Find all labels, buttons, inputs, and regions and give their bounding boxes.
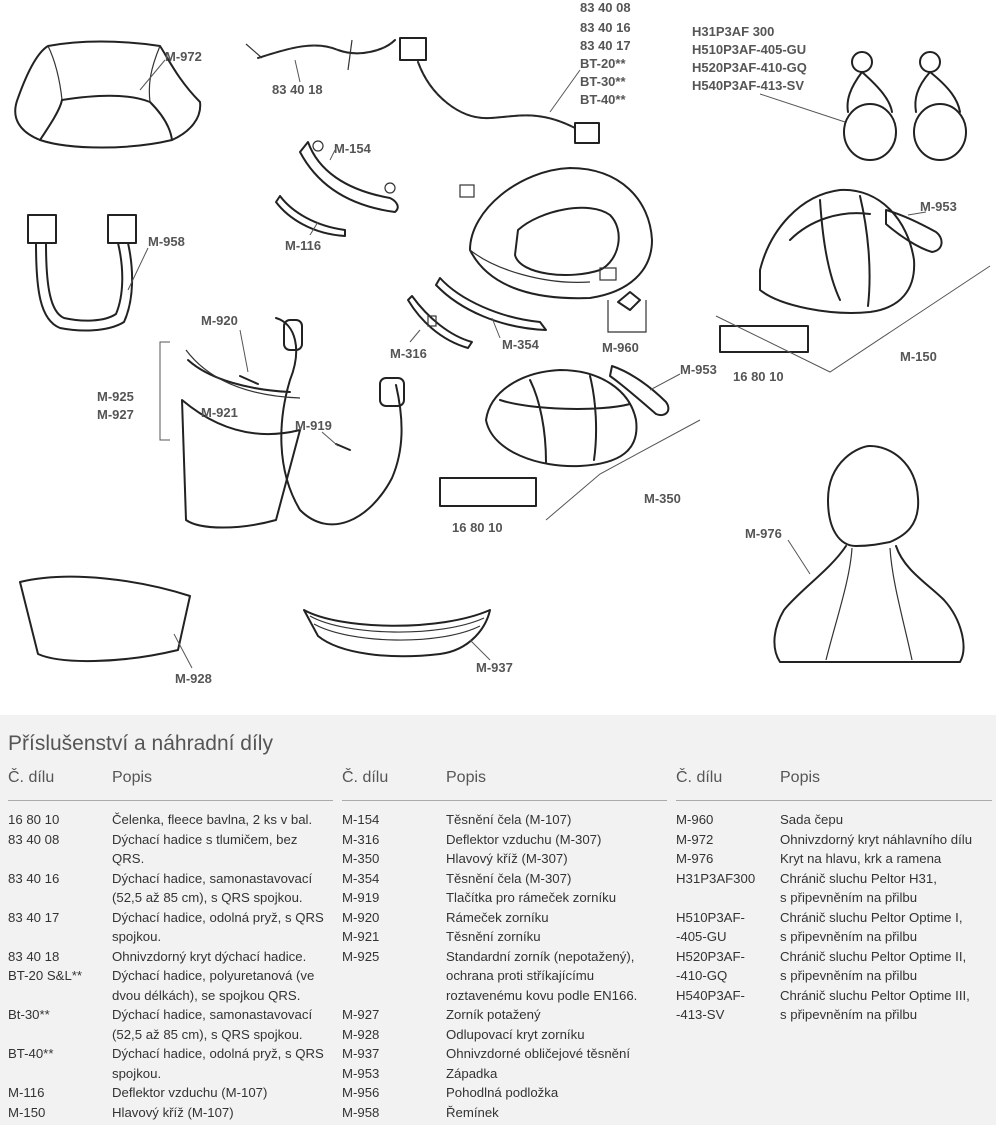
m150-harness-drawing [719,188,943,353]
table-row: BT-40**Dýchací hadice, odolná pryž, s QR… [8,1046,324,1081]
header-code: Č. dílu [8,769,55,786]
m972-cover-drawing [14,40,202,149]
header-rule [8,800,333,801]
label-h520: H520P3AF-410-GQ [692,60,807,75]
header-code: Č. dílu [676,769,723,786]
breathing-hose-drawing [399,37,600,144]
label-m116: M-116 [285,238,321,253]
m960-pin-drawing [607,291,647,333]
label-m960: M-960 [602,340,639,355]
hose-cover-drawing [245,39,396,71]
label-m937: M-937 [476,660,513,675]
label-168010-top: 16 80 10 [733,369,784,384]
label-834018: 83 40 18 [272,82,323,97]
label-m350: M-350 [644,491,681,506]
label-168010-bottom: 16 80 10 [452,520,503,535]
label-m150: M-150 [900,349,937,364]
label-m154: M-154 [334,141,372,156]
label-bt30: BT-30** [580,74,626,89]
label-m928: M-928 [175,671,212,686]
parts-diagram: M-972 83 40 18 83 40 08 83 40 16 83 40 1… [14,0,991,686]
parts-table: Příslušenství a náhradní díly Č. dílu Po… [0,715,996,1125]
hearing-protectors-drawing [843,51,967,161]
header-code: Č. dílu [342,769,389,786]
m937-seal-drawing [303,609,491,658]
m928-cover-drawing [19,575,191,663]
label-m919: M-919 [295,418,332,433]
m354-seal-drawing [435,277,547,331]
label-834016: 83 40 16 [580,20,631,35]
header-desc: Popis [446,769,487,786]
label-m958: M-958 [148,234,185,249]
m154-seal-drawing [299,140,399,213]
label-m925: M-925 [97,389,134,404]
m350-harness-drawing [439,365,670,507]
label-h510: H510P3AF-405-GU [692,42,806,57]
table-row: Bt-30**Dýchací hadice, samonastavovací (… [8,1007,313,1042]
hose-codes-label: 83 40 08 83 40 16 83 40 17 BT-20** BT-30… [580,0,631,107]
label-h31: H31P3AF 300 [692,24,774,39]
label-m972: M-972 [165,49,202,64]
header-desc: Popis [112,769,153,786]
m316-deflector-drawing [407,295,473,349]
m958-strap-drawing [27,214,137,332]
header-rule [676,800,992,801]
header-rule [342,800,667,801]
table-title: Příslušenství a náhradní díly [8,732,273,755]
label-m953-top: M-953 [920,199,957,214]
m116-deflector-drawing [275,195,346,237]
label-bt40: BT-40** [580,92,626,107]
label-m354: M-354 [502,337,540,352]
hearing-protectors-label: H31P3AF 300 H510P3AF-405-GU H520P3AF-410… [692,24,807,93]
label-m920: M-920 [201,313,238,328]
label-bt20: BT-20** [580,56,626,71]
table-row: BT-20 S&L**Dýchací hadice, polyuretanová… [8,968,315,1003]
label-m976: M-976 [745,526,782,541]
m976-hood-drawing [773,445,965,663]
label-834017: 83 40 17 [580,38,631,53]
label-m953-mid: M-953 [680,362,717,377]
label-m921: M-921 [201,405,238,420]
label-834008: 83 40 08 [580,0,631,15]
helmet-drawing [459,167,653,300]
header-desc: Popis [780,769,821,786]
label-m927: M-927 [97,407,134,422]
label-h540: H540P3AF-413-SV [692,78,804,93]
visor-assembly-drawing [181,317,405,529]
label-m316: M-316 [390,346,427,361]
